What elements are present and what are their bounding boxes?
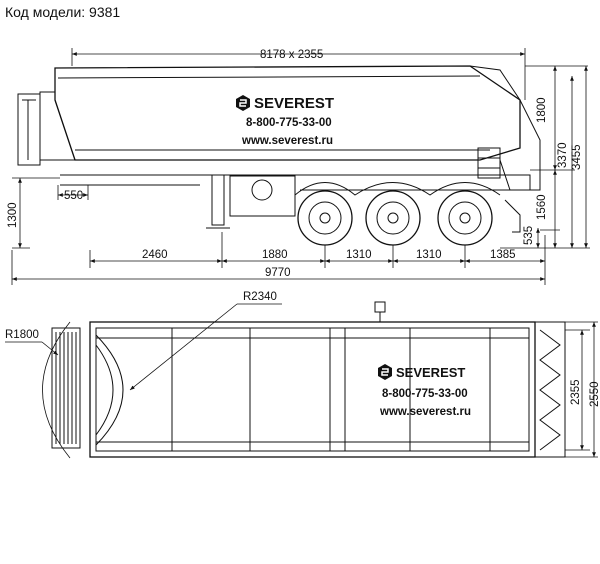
wheel-3	[437, 190, 493, 246]
dim-3370: 3370	[557, 142, 569, 168]
dim-550: 550	[64, 190, 83, 202]
side-view	[17, 65, 541, 246]
dim-1880: 1880	[262, 249, 288, 261]
dim-1560: 1560	[536, 194, 548, 220]
dim-2355: 2355	[570, 379, 582, 405]
side-brand-name: SEVEREST	[254, 95, 334, 112]
model-code-label: Код модели: 9381	[5, 4, 121, 20]
dim-535: 535	[523, 226, 535, 245]
body-outline	[89, 321, 536, 458]
dim-3455: 3455	[571, 144, 583, 170]
dim-1300: 1300	[7, 202, 19, 228]
dim-total-9770: 9770	[265, 267, 291, 279]
dim-1385: 1385	[490, 249, 516, 261]
top-brand-phone: 8-800-775-33-00	[382, 388, 468, 400]
top-brand-logo-icon	[378, 364, 392, 380]
landing-gear	[211, 174, 225, 226]
dim-2550: 2550	[589, 381, 600, 407]
dim-2460: 2460	[142, 249, 168, 261]
dim-1310-a: 1310	[346, 249, 372, 261]
wheel-2	[365, 190, 421, 246]
dim-1310-b: 1310	[416, 249, 442, 261]
side-dimension-lines	[11, 48, 590, 285]
chassis-frame	[60, 174, 531, 191]
top-view	[42, 301, 566, 459]
top-dimension-lines	[5, 303, 598, 458]
dim-r1800: R1800	[5, 329, 39, 341]
rear-frame	[469, 65, 541, 191]
side-brand-logo-icon	[236, 95, 250, 111]
dim-overall-top: 8178 x 2355	[260, 49, 323, 61]
front-grille	[51, 327, 81, 449]
dim-r2340: R2340	[243, 291, 277, 303]
top-brand-site: www.severest.ru	[379, 406, 471, 418]
rear-tailgate	[534, 321, 566, 458]
top-brand-name: SEVEREST	[396, 365, 465, 380]
side-brand-site: www.severest.ru	[241, 135, 333, 147]
wheel-1	[297, 190, 353, 246]
front-wall	[39, 91, 76, 161]
side-brand-phone: 8-800-775-33-00	[246, 117, 332, 129]
dim-1800: 1800	[536, 97, 548, 123]
